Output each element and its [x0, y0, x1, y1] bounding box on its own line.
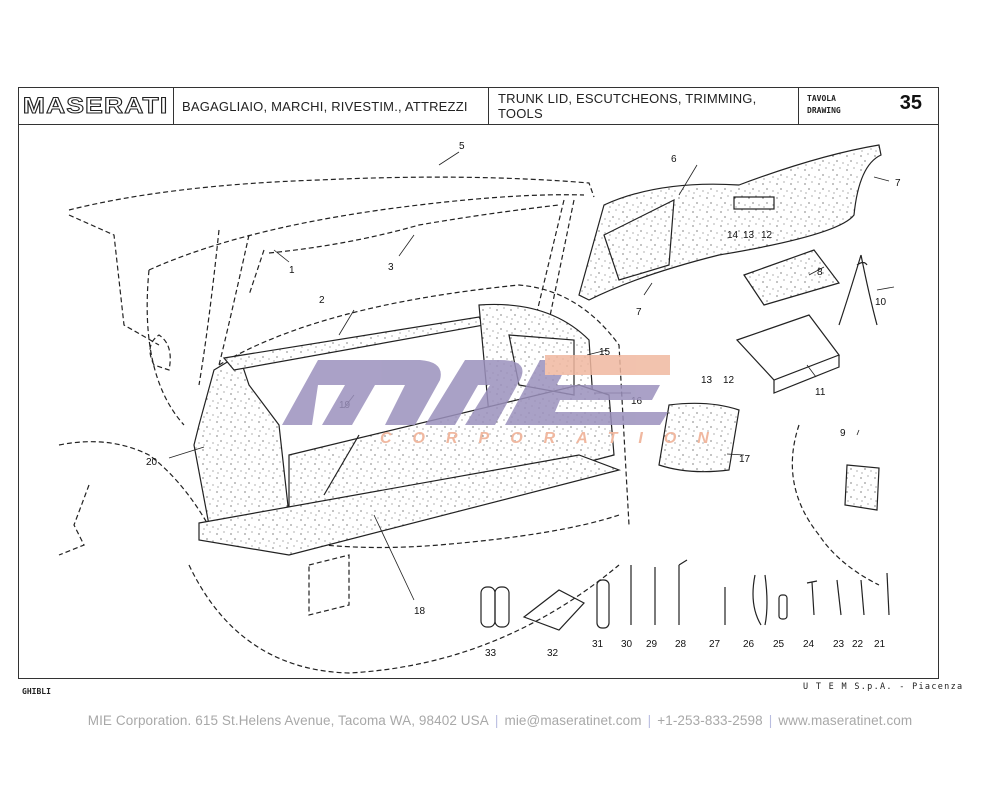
contact-phone: +1-253-833-2598 [657, 713, 763, 728]
callout-25: 25 [773, 639, 785, 650]
model-name: GHIBLI [22, 687, 51, 696]
callout-24: 24 [803, 639, 815, 650]
callout-5: 5 [459, 141, 465, 152]
callout-16: 16 [631, 396, 643, 407]
callout-18: 18 [414, 606, 426, 617]
callout-27: 27 [709, 639, 721, 650]
callout-26: 26 [743, 639, 755, 650]
callout-20: 20 [146, 457, 158, 468]
callout-12a: 12 [761, 230, 773, 241]
drawing-labels: TAVOLA DRAWING [807, 93, 841, 117]
drawing-label-it: TAVOLA [807, 94, 836, 103]
callout-31: 31 [592, 639, 604, 650]
callout-9: 9 [840, 428, 846, 439]
manufacturer: U T E M S.p.A. - Piacenza [803, 682, 964, 692]
title-block: MASERATI BAGAGLIAIO, MARCHI, RIVESTIM., … [19, 88, 938, 125]
callout-10: 10 [875, 297, 887, 308]
callout-15: 15 [599, 347, 611, 358]
parts-8-10-11 [658, 249, 880, 511]
tools-row [480, 559, 890, 631]
contact-email[interactable]: mie@maseratinet.com [504, 713, 642, 728]
callout-1: 1 [289, 265, 295, 276]
title-italian: BAGAGLIAIO, MARCHI, RIVESTIM., ATTREZZI [174, 88, 489, 124]
contact-footer: MIE Corporation. 615 St.Helens Avenue, T… [0, 713, 1000, 728]
drawing-number-cell: TAVOLA DRAWING 35 [799, 88, 938, 124]
divider: | [768, 713, 773, 728]
callout-7b: 7 [636, 307, 642, 318]
exploded-parts-diagram: 1 2 3 5 6 7 7 8 9 10 11 12 12 13 13 14 1… [58, 141, 901, 674]
callout-11: 11 [815, 387, 826, 398]
callout-6: 6 [671, 154, 677, 165]
callout-13a: 13 [743, 230, 755, 241]
brand-name: MASERATI [23, 93, 169, 119]
callout-23: 23 [833, 639, 845, 650]
brand-logo: MASERATI [19, 88, 174, 124]
callout-19: 19 [339, 400, 351, 411]
callout-32: 32 [547, 648, 559, 659]
divider: | [647, 713, 652, 728]
callout-14: 14 [727, 230, 739, 241]
callout-29: 29 [646, 639, 658, 650]
callout-8: 8 [817, 267, 823, 278]
callout-2: 2 [319, 295, 325, 306]
callout-21: 21 [874, 639, 886, 650]
drawing-label-en: DRAWING [807, 106, 841, 115]
drawing-number: 35 [899, 92, 922, 114]
callout-13b: 13 [701, 375, 713, 386]
divider: | [494, 713, 499, 728]
callout-22: 22 [852, 639, 864, 650]
callout-30: 30 [621, 639, 633, 650]
drawing-sheet: MASERATI BAGAGLIAIO, MARCHI, RIVESTIM., … [18, 87, 939, 679]
callout-7a: 7 [895, 178, 901, 189]
contact-address: MIE Corporation. 615 St.Helens Avenue, T… [87, 713, 489, 728]
trunk-lid-liner [578, 144, 882, 301]
callout-12b: 12 [723, 375, 735, 386]
contact-website[interactable]: www.maseratinet.com [778, 713, 913, 728]
title-english: TRUNK LID, ESCUTCHEONS, TRIMMING, TOOLS [489, 88, 799, 124]
callout-3: 3 [388, 262, 394, 273]
callout-labels: 1 2 3 5 6 7 7 8 9 10 11 12 12 13 13 14 1… [146, 141, 901, 659]
callout-17: 17 [739, 454, 751, 465]
trunk-trim-panels [193, 303, 621, 556]
callout-33: 33 [485, 648, 497, 659]
callout-28: 28 [675, 639, 687, 650]
